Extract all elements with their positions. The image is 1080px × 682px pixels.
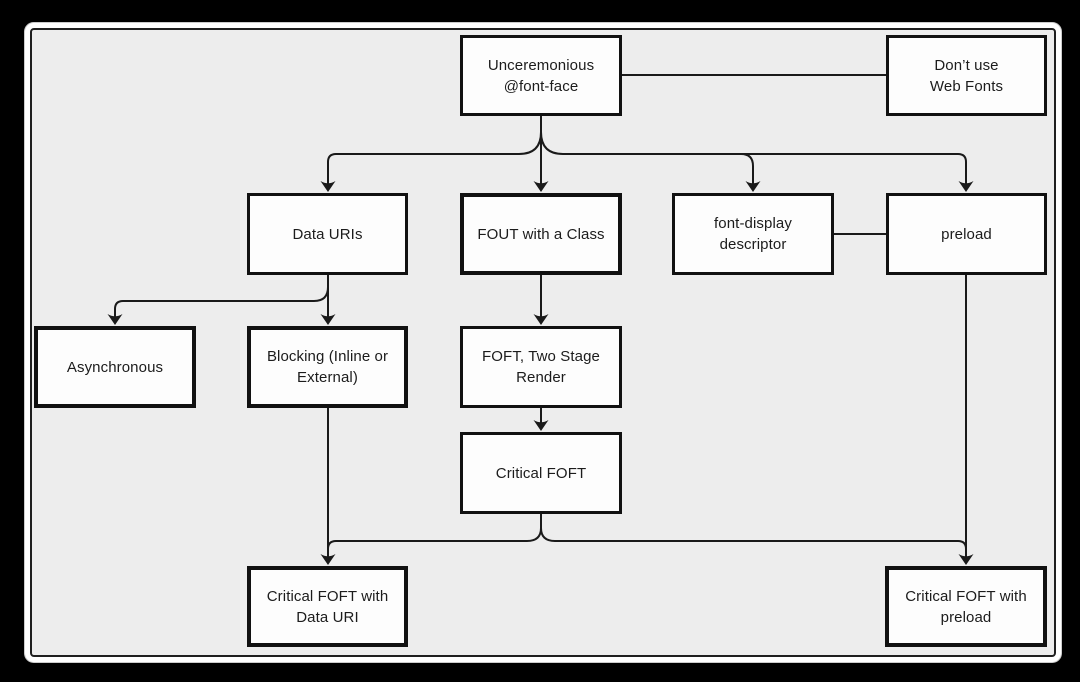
node-critical-foft-with-preload: Critical FOFT with preload [885,566,1047,647]
node-critical-foft-with-data-uri: Critical FOFT with Data URI [247,566,408,647]
node-font-display-descriptor: font-display descriptor [672,193,834,275]
node-foft-two-stage-render: FOFT, Two Stage Render [460,326,622,408]
node-data-uris: Data URIs [247,193,408,275]
node-blocking-inline-or-external: Blocking (Inline or External) [247,326,408,408]
node-dont-use-web-fonts: Don’t use Web Fonts [886,35,1047,116]
node-critical-foft: Critical FOFT [460,432,622,514]
node-fout-with-a-class: FOUT with a Class [460,193,622,275]
node-unceremonious-font-face: Unceremonious @font-face [460,35,622,116]
node-preload: preload [886,193,1047,275]
node-asynchronous: Asynchronous [34,326,196,408]
